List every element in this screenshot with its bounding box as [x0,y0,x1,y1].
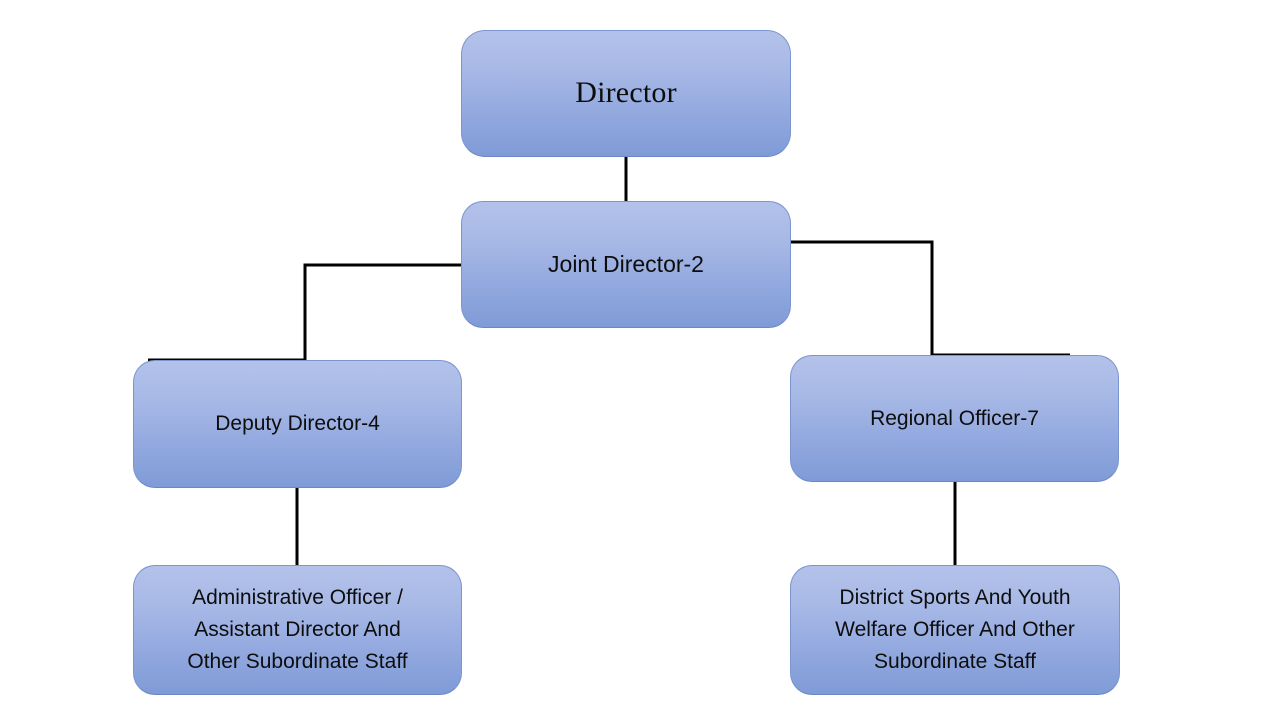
org-node-regional-officer[interactable]: Regional Officer-7 [790,355,1119,482]
org-node-admin-officer[interactable]: Administrative Officer / Assistant Direc… [133,565,462,695]
org-node-regional-officer-label: Regional Officer-7 [870,406,1039,430]
org-node-deputy-director[interactable]: Deputy Director-4 [133,360,462,488]
org-node-deputy-director-label: Deputy Director-4 [215,412,380,436]
connector-joint-director-to-regional-officer [790,240,1070,357]
connector-joint-director-to-deputy-director [148,263,462,362]
org-node-joint-director-label: Joint Director-2 [548,250,704,277]
org-node-joint-director[interactable]: Joint Director-2 [461,201,791,328]
org-node-director-label: Director [575,76,677,110]
org-node-admin-officer-label: Administrative Officer / Assistant Direc… [187,586,408,673]
org-node-district-sports-label: District Sports And Youth Welfare Office… [835,586,1075,673]
org-node-director[interactable]: Director [461,30,791,157]
org-node-district-sports[interactable]: District Sports And Youth Welfare Office… [790,565,1120,695]
